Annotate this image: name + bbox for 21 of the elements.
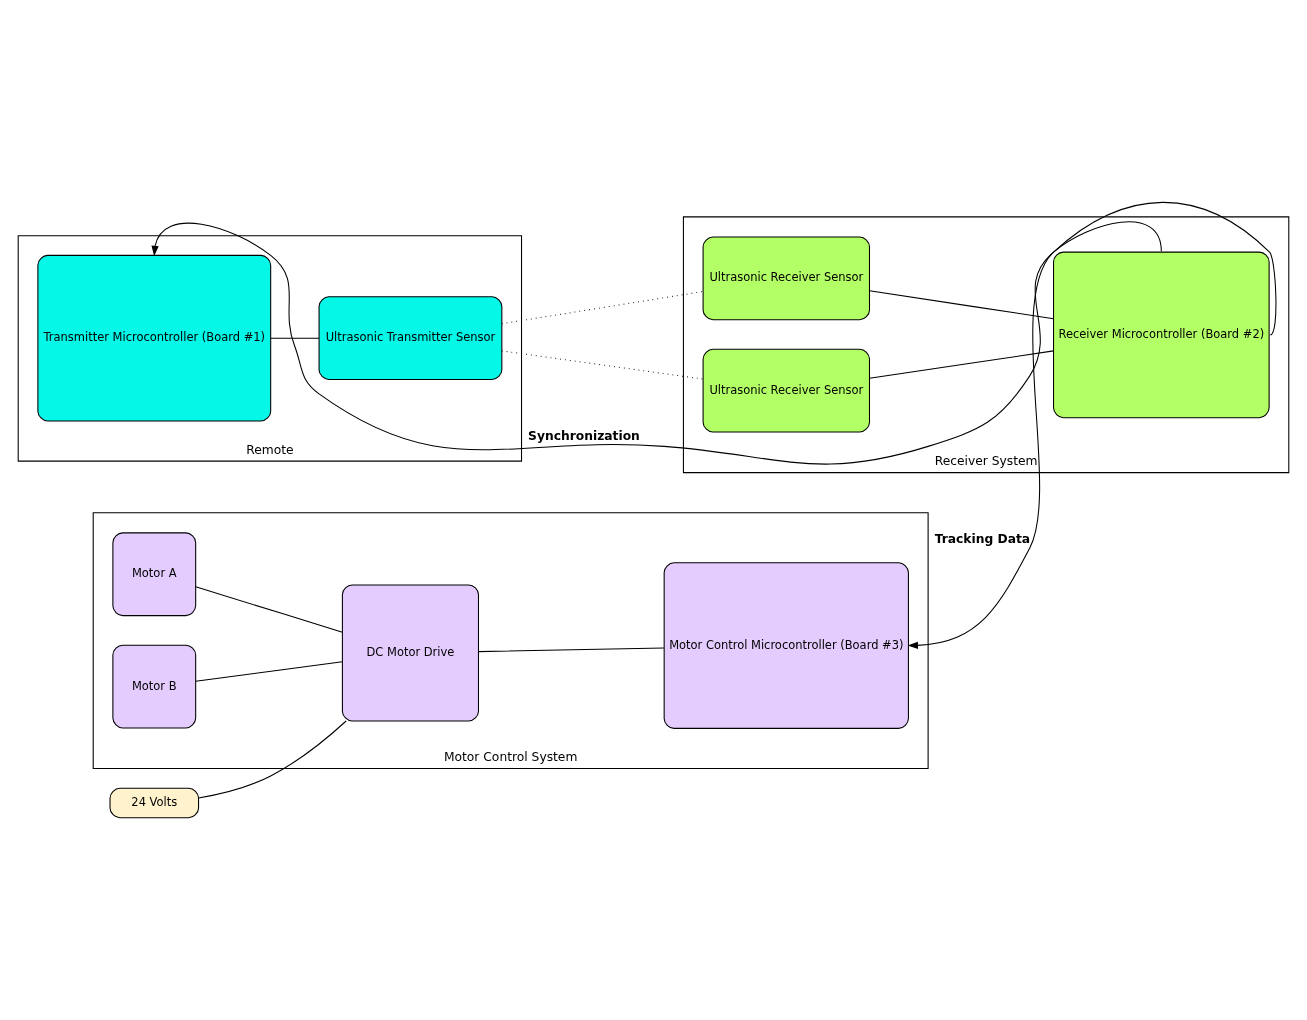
edge-label: Tracking Data [934,532,1031,547]
node-box: Motor Control Microcontroller (Board #3) [663,562,909,729]
node-box: 24 Volts [109,787,200,819]
node-box: DC Motor Drive [341,584,480,722]
node-box: Ultrasonic Receiver Sensor [702,348,871,433]
connector [195,661,343,682]
connector [195,586,343,633]
node-box: Ultrasonic Receiver Sensor [702,236,871,321]
node-box: Ultrasonic Transmitter Sensor [318,296,503,381]
connector [198,720,347,799]
connector [869,350,1054,379]
edge-label: Synchronization [528,428,640,443]
node-box: Motor A [112,532,197,617]
arrow [907,201,1277,649]
connector [869,290,1054,320]
node-box: Receiver Microcontroller (Board #2) [1053,251,1270,419]
node-box: Motor B [112,644,197,729]
connector [478,647,665,653]
connector [270,337,320,339]
node-box: Transmitter Microcontroller (Board #1) [37,254,272,422]
arrow [151,221,1162,465]
